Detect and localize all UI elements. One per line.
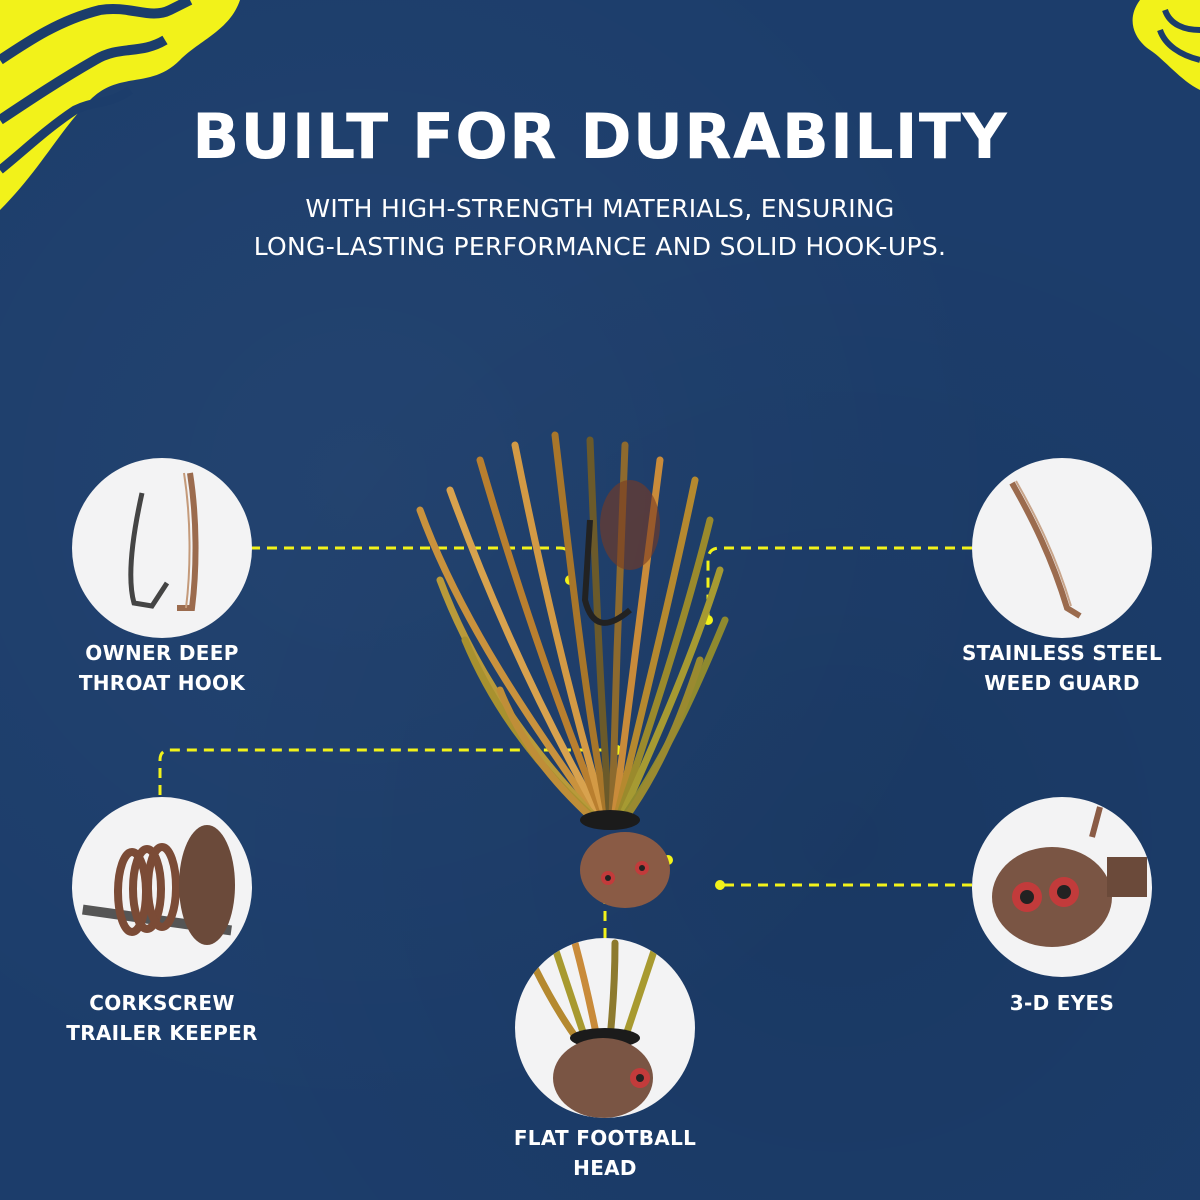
football-head-icon bbox=[531, 939, 659, 1118]
head-detail-image bbox=[515, 938, 695, 1118]
yellow-swirl-decoration bbox=[0, 0, 240, 210]
yellow-swirl-decoration-right bbox=[1132, 0, 1200, 90]
corkscrew-icon bbox=[82, 825, 235, 945]
trailer-keeper-label: CORKSCREW TRAILER KEEPER bbox=[40, 988, 284, 1048]
hook-label-line-1: OWNER DEEP bbox=[85, 641, 239, 665]
head-label: FLAT FOOTBALL HEAD bbox=[480, 1123, 730, 1183]
weed-guard-label: STAINLESS STEEL WEED GUARD bbox=[932, 638, 1192, 698]
eyes-detail-image bbox=[972, 797, 1152, 977]
weed-guard-detail-image bbox=[972, 458, 1152, 638]
trailer-keeper-label-line-2: TRAILER KEEPER bbox=[66, 1021, 258, 1045]
hook-label-line-2: THROAT HOOK bbox=[78, 671, 246, 695]
eyes-icon bbox=[992, 806, 1147, 947]
head-label-line-1: FLAT FOOTBALL bbox=[513, 1126, 697, 1150]
hook-detail-image bbox=[72, 458, 252, 638]
jig-lure-image bbox=[416, 431, 729, 908]
hook-icon bbox=[128, 472, 199, 611]
trailer-keeper-label-line-1: CORKSCREW bbox=[89, 991, 235, 1015]
weed-guard-label-line-1: STAINLESS STEEL bbox=[961, 641, 1163, 665]
eyes-label-line-1: 3-D EYES bbox=[1009, 991, 1115, 1015]
trailer-keeper-detail-image bbox=[72, 797, 252, 977]
weed-guard-label-line-2: WEED GUARD bbox=[984, 671, 1140, 695]
page-title: BUILT FOR DURABILITY bbox=[192, 100, 1008, 173]
weed-guard-icon bbox=[1009, 480, 1082, 619]
subtitle-line-2: LONG-LASTING PERFORMANCE AND SOLID HOOK-… bbox=[253, 232, 947, 261]
subtitle-line-1: WITH HIGH-STRENGTH MATERIALS, ENSURING bbox=[305, 194, 895, 223]
page-subtitle: WITH HIGH-STRENGTH MATERIALS, ENSURING L… bbox=[0, 190, 1200, 266]
eyes-label: 3-D EYES bbox=[952, 988, 1172, 1018]
head-label-line-2: HEAD bbox=[573, 1156, 637, 1180]
hook-label: OWNER DEEP THROAT HOOK bbox=[42, 638, 282, 698]
